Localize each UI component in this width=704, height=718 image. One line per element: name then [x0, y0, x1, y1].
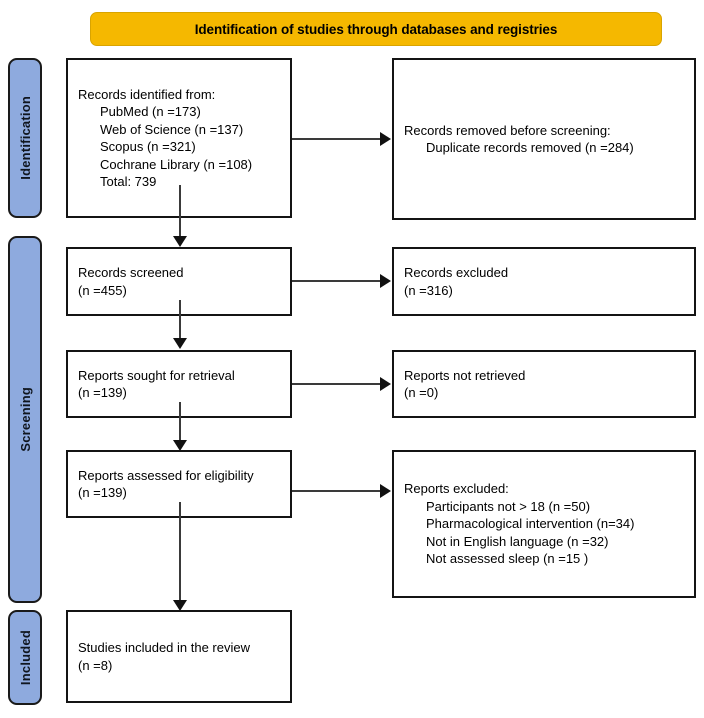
records-excluded-box: Records excluded (n =316): [392, 247, 696, 316]
box-line: Reports assessed for eligibility: [78, 467, 254, 483]
connector-identified-to-removed: [292, 138, 380, 140]
connector-screened-to-sought: [179, 300, 181, 340]
box-line: Records removed before screening:: [404, 122, 611, 138]
box-line: Reports excluded:: [404, 481, 509, 497]
box-line: Records identified from:: [78, 86, 216, 102]
box-line: Total: 739: [100, 174, 157, 189]
connector-screened-to-excluded: [292, 280, 380, 282]
box-line: Studies included in the review: [78, 640, 250, 655]
box-line: Records excluded: [404, 265, 509, 280]
box-line: Pharmacological intervention (n=34): [426, 516, 635, 532]
arrow-down-icon: [173, 338, 187, 349]
box-line: Web of Science (n =137): [100, 121, 244, 137]
arrow-right-icon: [380, 377, 391, 391]
arrow-right-icon: [380, 132, 391, 146]
connector-sought-to-not-retrieved: [292, 383, 380, 385]
arrow-right-icon: [380, 274, 391, 288]
records-removed-box: Records removed before screening: Duplic…: [392, 58, 696, 220]
box-line: Reports sought for retrieval: [78, 367, 235, 383]
box-line: Reports not retrieved: [404, 367, 526, 383]
arrow-down-icon: [173, 600, 187, 611]
box-line: (n =316): [404, 282, 453, 298]
stage-label-screening: Screening: [17, 387, 33, 452]
box-line: Participants not > 18 (n =50): [426, 498, 591, 514]
connector-sought-to-assessed: [179, 402, 181, 442]
studies-included-box: Studies included in the review (n =8): [66, 610, 292, 703]
box-line: PubMed (n =173): [100, 104, 201, 119]
box-line: (n =139): [78, 485, 127, 500]
arrow-down-icon: [173, 440, 187, 451]
identification-banner: Identification of studies through databa…: [90, 12, 662, 46]
box-line: Duplicate records removed (n =284): [426, 140, 634, 155]
stage-pill-included: Included: [8, 610, 42, 705]
box-line: Records screened: [78, 265, 184, 280]
reports-assessed-box: Reports assessed for eligibility (n =139…: [66, 450, 292, 518]
box-line: (n =139): [78, 385, 127, 400]
stage-pill-identification: Identification: [8, 58, 42, 218]
arrow-right-icon: [380, 484, 391, 498]
arrow-down-icon: [173, 236, 187, 247]
box-line: (n =455): [78, 282, 127, 298]
stage-label-identification: Identification: [17, 96, 33, 180]
reports-sought-box: Reports sought for retrieval (n =139): [66, 350, 292, 418]
stage-label-included: Included: [17, 629, 33, 686]
reports-excluded-box: Reports excluded: Participants not > 18 …: [392, 450, 696, 598]
box-line: Scopus (n =321): [100, 139, 196, 154]
connector-assessed-to-excluded: [292, 490, 380, 492]
box-line: (n =8): [78, 657, 113, 673]
connector-assessed-to-included: [179, 502, 181, 602]
box-line: (n =0): [404, 385, 439, 400]
connector-identified-to-screened: [179, 185, 181, 240]
reports-not-retrieved-box: Reports not retrieved (n =0): [392, 350, 696, 418]
box-line: Not in English language (n =32): [426, 533, 609, 549]
box-line: Not assessed sleep (n =15 ): [426, 551, 589, 567]
stage-pill-screening: Screening: [8, 236, 42, 603]
banner-title: Identification of studies through databa…: [194, 21, 558, 37]
box-line: Cochrane Library (n =108): [100, 156, 253, 172]
